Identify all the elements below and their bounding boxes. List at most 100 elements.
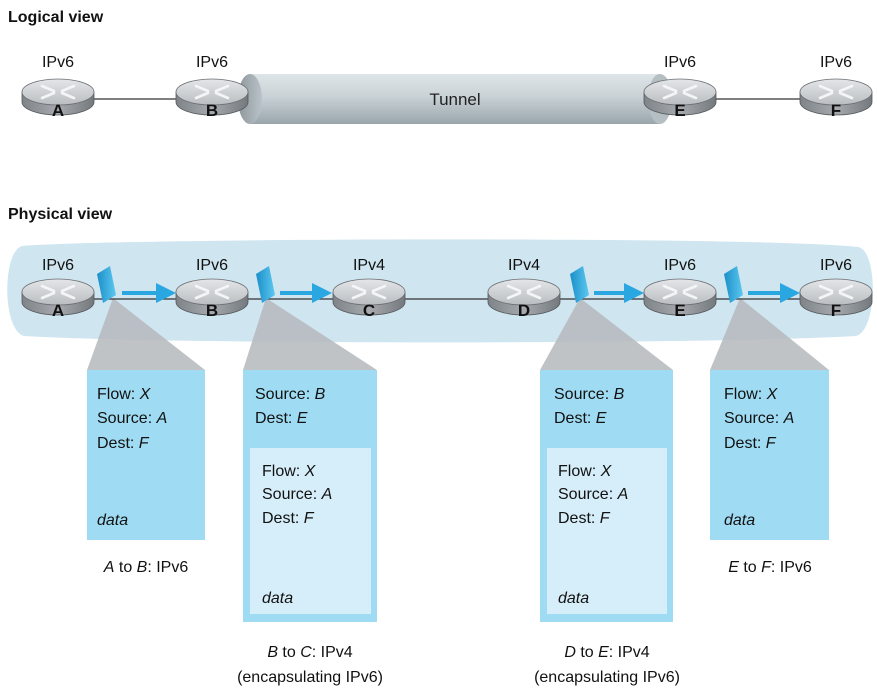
encapsulated-ipv6-box-bc [250, 448, 371, 614]
packet-box-e-to-f: Flow: X Source: A Dest: F data [710, 370, 829, 540]
packet-de-outer-dest: Dest: E [554, 410, 607, 427]
physical-protocol-a: IPv6 [42, 257, 74, 274]
packet-chip-b-to-c [256, 266, 332, 303]
router-label: F [831, 101, 841, 120]
packet-ef-data: data [724, 512, 755, 529]
router-a-logical: A [21, 78, 95, 120]
router-arrow-glyph [818, 91, 834, 100]
physical-protocol-b: IPv6 [196, 257, 228, 274]
packet-box-a-to-b: Flow: X Source: A Dest: F data [87, 370, 205, 540]
caption-d-to-e-note: (encapsulating IPv6) [534, 669, 680, 686]
router-e-physical: E [643, 278, 717, 320]
packet-de-dest: Dest: F [558, 510, 611, 527]
packet-de-data: data [558, 590, 589, 607]
packet-bc-data: data [262, 590, 293, 607]
packet-ef-dest: Dest: F [724, 435, 777, 452]
router-label: F [831, 301, 841, 320]
router-top [799, 78, 873, 106]
router-arrow-glyph [351, 284, 367, 293]
physical-protocol-c: IPv4 [353, 257, 385, 274]
packet-de-source: Source: A [558, 486, 628, 503]
router-arrow-glyph [662, 91, 678, 100]
router-arrow-glyph [194, 291, 210, 300]
router-top [487, 278, 561, 306]
packet-a-source: Source: A [97, 410, 167, 427]
logical-protocol-e: IPv6 [664, 54, 696, 71]
router-top [643, 78, 717, 106]
router-e-logical: E [643, 78, 717, 120]
packet-box-d-to-e: Source: B Dest: E Flow: X Source: A Dest… [540, 370, 673, 622]
router-arrow-glyph [40, 91, 56, 100]
caption-e-to-f: E to F: IPv6 [728, 559, 812, 576]
router-arrow-glyph [682, 84, 698, 93]
logical-view: Logical view Tunnel IPv6 IPv6 IPv6 IPv6 … [8, 9, 873, 124]
packet-a-flow: Flow: X [97, 386, 152, 403]
router-arrow-glyph [194, 91, 210, 100]
router-a-physical: A [21, 278, 95, 320]
physical-network-band [7, 239, 873, 343]
packet-bc-outer-dest: Dest: E [255, 410, 308, 427]
router-arrow-glyph [526, 284, 542, 293]
physical-protocol-f: IPv6 [820, 257, 852, 274]
router-arrow-glyph [194, 84, 210, 93]
packet-bc-flow: Flow: X [262, 463, 317, 480]
router-arrow-glyph [682, 91, 698, 100]
router-arrow-glyph [838, 284, 854, 293]
encapsulated-ipv6-box-de [547, 448, 667, 614]
router-arrow-glyph [214, 91, 230, 100]
router-arrow-glyph [682, 291, 698, 300]
router-label: B [206, 301, 218, 320]
router-label: C [363, 301, 375, 320]
packet-de-outer-source: Source: B [554, 386, 625, 403]
router-arrow-glyph [60, 291, 76, 300]
router-arrow-glyph [60, 91, 76, 100]
packet-chip-a-to-b [97, 266, 176, 303]
packet-chip-d-to-e [570, 266, 644, 303]
packet-bc-source: Source: A [262, 486, 332, 503]
router-arrow-glyph [214, 291, 230, 300]
caption-b-to-c: B to C: IPv4 [267, 644, 352, 661]
router-label: A [52, 301, 64, 320]
router-arrow-glyph [818, 84, 834, 93]
router-f-physical: F [799, 278, 873, 320]
packet-ef-flow: Flow: X [724, 386, 779, 403]
router-arrow-glyph [214, 284, 230, 293]
router-arrow-glyph [351, 291, 367, 300]
packet-ef-source: Source: A [724, 410, 794, 427]
router-arrow-glyph [682, 284, 698, 293]
packet-a-dest: Dest: F [97, 435, 150, 452]
router-label: A [52, 101, 64, 120]
router-arrow-glyph [818, 284, 834, 293]
router-arrow-glyph [838, 291, 854, 300]
router-arrow-glyph [662, 291, 678, 300]
packet-a-data: data [97, 512, 128, 529]
router-top [21, 78, 95, 106]
router-top [175, 78, 249, 106]
tunnel-pipe: Tunnel [238, 74, 672, 124]
router-label: E [674, 301, 685, 320]
router-f-logical: F [799, 78, 873, 120]
router-b-logical: B [175, 78, 249, 120]
router-arrow-glyph [506, 291, 522, 300]
router-top [21, 278, 95, 306]
router-arrow-glyph [194, 284, 210, 293]
router-b-physical: B [175, 278, 249, 320]
physical-protocol-d: IPv4 [508, 257, 540, 274]
router-arrow-glyph [214, 84, 230, 93]
router-arrow-glyph [818, 291, 834, 300]
router-arrow-glyph [40, 291, 56, 300]
router-top [643, 278, 717, 306]
router-arrow-glyph [40, 84, 56, 93]
logical-protocol-b: IPv6 [196, 54, 228, 71]
logical-protocol-a: IPv6 [42, 54, 74, 71]
router-label: B [206, 101, 218, 120]
router-label: D [518, 301, 530, 320]
router-arrow-glyph [506, 284, 522, 293]
logical-protocol-f: IPv6 [820, 54, 852, 71]
logical-view-title: Logical view [8, 9, 104, 26]
packet-box-b-to-c: Source: B Dest: E Flow: X Source: A Dest… [243, 370, 377, 622]
router-c-physical: C [332, 278, 406, 320]
router-arrow-glyph [371, 291, 387, 300]
physical-protocol-e: IPv6 [664, 257, 696, 274]
